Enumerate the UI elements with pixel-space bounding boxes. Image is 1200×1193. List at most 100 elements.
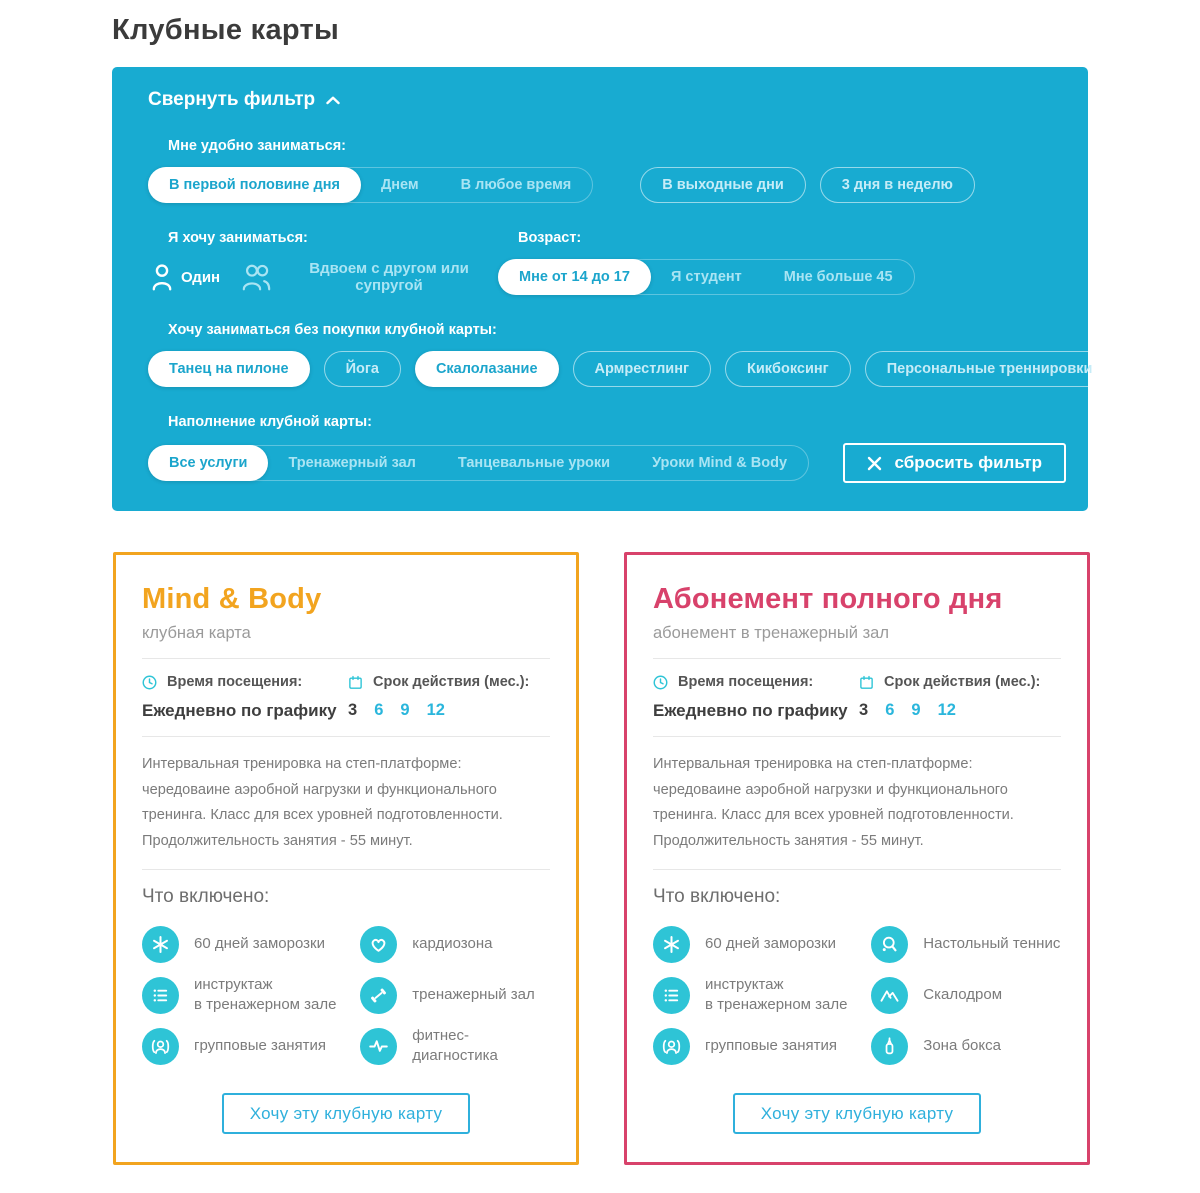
duration-label: Срок действия (мес.): bbox=[884, 674, 1041, 690]
duration-block: Срок действия (мес.): 3 6 9 12 bbox=[859, 674, 1061, 721]
pingpong-icon bbox=[871, 925, 909, 963]
contents-option-gym[interactable]: Тренажерный зал bbox=[267, 446, 436, 480]
no-card-pill-personal-training[interactable]: Персональные треннировки bbox=[864, 351, 1115, 387]
contents-option-dance[interactable]: Танцевальные уроки bbox=[437, 446, 631, 480]
company-option-alone[interactable]: Один bbox=[152, 263, 220, 291]
divider bbox=[653, 658, 1061, 659]
want-this-card-button[interactable]: Хочу эту клубную карту bbox=[221, 1093, 471, 1135]
divider bbox=[653, 869, 1061, 871]
filter-section-schedule: Мне удобно заниматься: В первой половине… bbox=[148, 138, 1068, 203]
card-full-day-pass: Абонемент полного дня абонемент в тренаж… bbox=[624, 552, 1090, 1166]
included-item-label: кардиозона bbox=[412, 935, 493, 952]
reset-filter-button[interactable]: сбросить фильтр bbox=[842, 443, 1066, 483]
schedule-option-day[interactable]: Днем bbox=[360, 168, 440, 202]
no-card-pill-armwrestling[interactable]: Армрестлинг bbox=[572, 351, 712, 387]
included-item: тренажерный зал bbox=[360, 974, 550, 1016]
contents-option-all[interactable]: Все услуги bbox=[148, 445, 269, 481]
included-item: групповые занятия bbox=[653, 1025, 871, 1067]
filter-section-company-age: Я хочу заниматься: Один Вдвоем с другом … bbox=[148, 230, 1068, 295]
close-icon bbox=[867, 456, 882, 471]
schedule-pill-3days[interactable]: 3 дня в неделю bbox=[819, 167, 975, 203]
filter-section-card-contents: Наполнение клубной карты: Все услуги Тре… bbox=[148, 414, 1068, 483]
duration-option-9[interactable]: 9 bbox=[911, 701, 921, 719]
duration-option-12[interactable]: 12 bbox=[426, 701, 445, 719]
page: Клубные карты Свернуть фильтр Мне удобно… bbox=[0, 14, 1200, 1193]
age-column: Возраст: Мне от 14 до 17 Я студент Мне б… bbox=[498, 230, 1068, 295]
included-item-label: групповые занятия bbox=[194, 1037, 326, 1054]
calendar-icon bbox=[859, 675, 874, 690]
collapse-filter-toggle[interactable]: Свернуть фильтр bbox=[148, 89, 340, 111]
no-card-pill-climbing[interactable]: Скалолазание bbox=[414, 351, 559, 387]
divider bbox=[142, 658, 550, 659]
pulse-icon bbox=[360, 1027, 398, 1065]
duration-options: 3 6 9 12 bbox=[859, 701, 1061, 720]
schedule-label: Мне удобно заниматься: bbox=[168, 138, 347, 154]
visit-time-label: Время посещения: bbox=[167, 674, 303, 690]
included-item: Скалодром bbox=[871, 974, 1061, 1016]
company-label: Я хочу заниматься: bbox=[168, 230, 308, 246]
want-this-card-button[interactable]: Хочу эту клубную карту bbox=[732, 1093, 982, 1135]
filter-section-no-card: Хочу заниматься без покупки клубной карт… bbox=[148, 322, 1115, 387]
no-card-label: Хочу заниматься без покупки клубной карт… bbox=[168, 322, 497, 338]
included-item-label: Настольный теннис bbox=[923, 935, 1061, 952]
schedule-pill-weekends[interactable]: В выходные дни bbox=[640, 167, 806, 203]
included-item: групповые занятия bbox=[142, 1025, 360, 1067]
duration-option-12[interactable]: 12 bbox=[937, 701, 956, 719]
schedule-option-anytime[interactable]: В любое время bbox=[440, 168, 593, 202]
heart-icon bbox=[360, 925, 398, 963]
included-item-label: 60 дней заморозки bbox=[705, 935, 836, 952]
card-contents-segmented-control: Все услуги Тренажерный зал Танцевальные … bbox=[148, 445, 810, 481]
included-item-label: 60 дней заморозки bbox=[194, 935, 325, 952]
card-info-row: Время посещения: Ежедневно по графику Ср… bbox=[142, 674, 550, 721]
duration-option-6[interactable]: 6 bbox=[374, 701, 384, 719]
age-option-student[interactable]: Я студент bbox=[650, 260, 763, 294]
company-option-alone-label: Один bbox=[181, 268, 221, 286]
included-item-label: Зона бокса bbox=[923, 1037, 1001, 1054]
company-option-pair[interactable]: Вдвоем с другом или супругой bbox=[242, 260, 498, 294]
schedule-option-morning[interactable]: В первой половине дня bbox=[148, 167, 361, 203]
visit-time-block: Время посещения: Ежедневно по графику bbox=[653, 674, 859, 721]
included-item: Зона бокса bbox=[871, 1025, 1061, 1067]
included-item: кардиозона bbox=[360, 923, 550, 965]
included-item: фитнес-диагностика bbox=[360, 1025, 550, 1067]
included-item-label: тренажерный зал bbox=[412, 986, 535, 1003]
no-card-pill-kickboxing[interactable]: Кикбоксинг bbox=[725, 351, 851, 387]
no-card-pill-pole-dance[interactable]: Танец на пилоне bbox=[148, 351, 310, 387]
calendar-icon bbox=[348, 675, 363, 690]
visit-time-label: Время посещения: bbox=[678, 674, 814, 690]
no-card-pill-yoga[interactable]: Йога bbox=[323, 351, 401, 387]
person-icon bbox=[152, 263, 172, 291]
included-item: Настольный теннис bbox=[871, 923, 1061, 965]
clock-icon bbox=[653, 675, 668, 690]
contents-option-mind-body[interactable]: Уроки Mind & Body bbox=[631, 446, 808, 480]
age-option-14-17[interactable]: Мне от 14 до 17 bbox=[498, 259, 651, 295]
included-item: инструктаж в тренажерном зале bbox=[142, 974, 360, 1016]
card-subtitle: абонемент в тренажерный зал bbox=[653, 624, 889, 642]
visit-time-value: Ежедневно по графику bbox=[142, 701, 337, 720]
visit-time-value: Ежедневно по графику bbox=[653, 701, 848, 720]
clock-icon bbox=[142, 675, 157, 690]
list-icon bbox=[142, 976, 179, 1014]
company-option-pair-label: Вдвоем с другом или супругой bbox=[309, 260, 469, 294]
duration-option-9[interactable]: 9 bbox=[400, 701, 410, 719]
page-title: Клубные карты bbox=[112, 14, 340, 46]
filter-panel: Свернуть фильтр Мне удобно заниматься: В… bbox=[112, 67, 1115, 511]
duration-option-3[interactable]: 3 bbox=[859, 701, 869, 719]
card-title: Mind & Body bbox=[142, 583, 322, 615]
chevron-up-icon bbox=[326, 96, 340, 105]
included-item-label: инструктаж в тренажерном зале bbox=[194, 975, 337, 1014]
duration-option-6[interactable]: 6 bbox=[885, 701, 895, 719]
snowflake-icon bbox=[142, 925, 179, 963]
company-column: Я хочу заниматься: Один Вдвоем с другом … bbox=[148, 230, 498, 295]
divider bbox=[142, 736, 550, 737]
included-item-label: групповые занятия bbox=[705, 1037, 837, 1054]
included-grid: 60 дней заморозки инструктаж в тренажерн… bbox=[142, 923, 550, 1067]
age-option-45plus[interactable]: Мне больше 45 bbox=[763, 260, 914, 294]
people-icon bbox=[242, 263, 271, 291]
card-description: Интервальная тренировка на степ-платформ… bbox=[142, 756, 503, 849]
visit-time-block: Время посещения: Ежедневно по графику bbox=[142, 674, 348, 721]
duration-option-3[interactable]: 3 bbox=[348, 701, 358, 719]
duration-label: Срок действия (мес.): bbox=[373, 674, 530, 690]
card-description: Интервальная тренировка на степ-платформ… bbox=[653, 756, 1014, 849]
group-icon bbox=[142, 1027, 179, 1065]
